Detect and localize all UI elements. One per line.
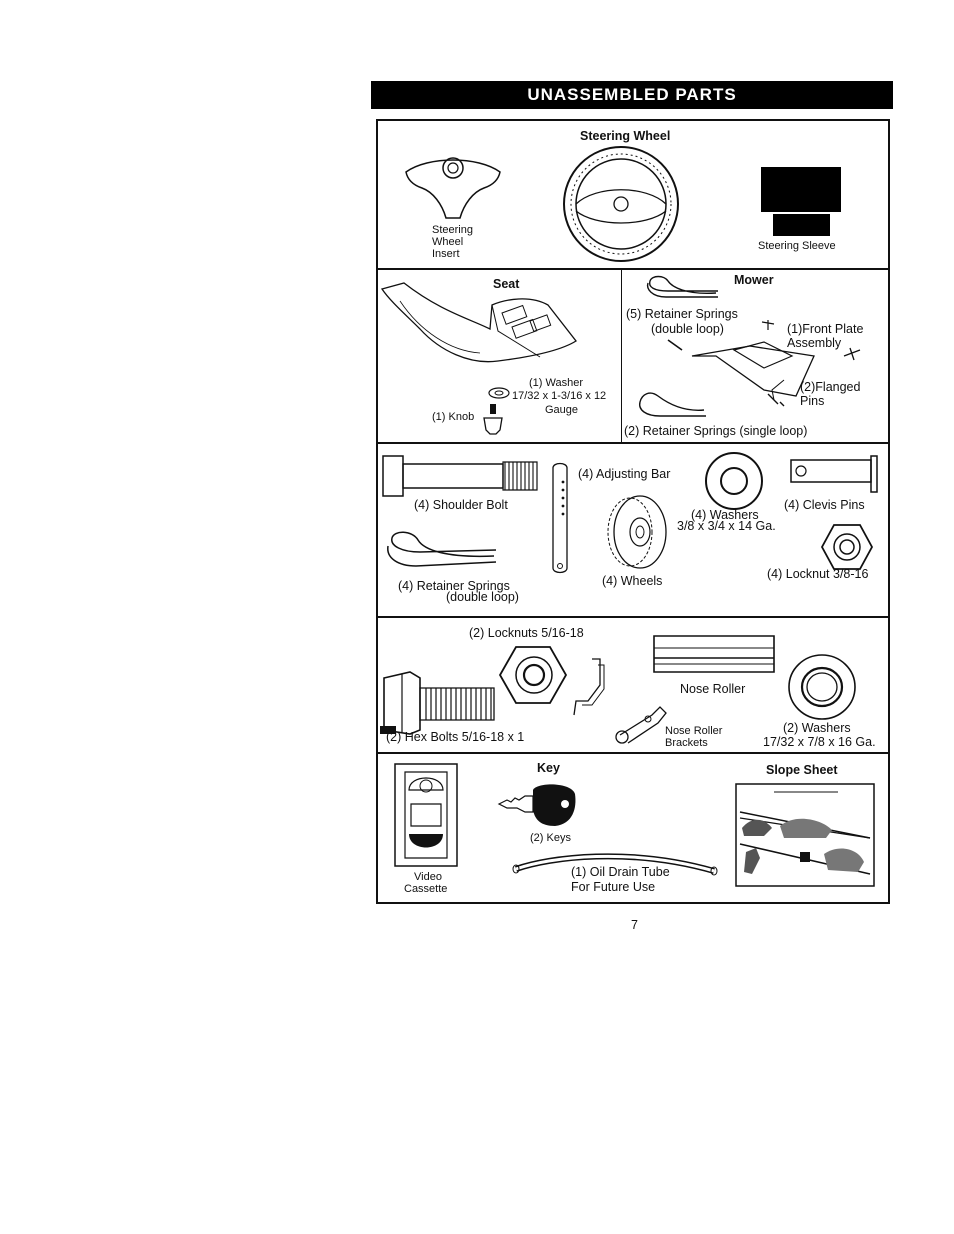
mower-title: Mower <box>734 273 774 287</box>
slope-sheet-title: Slope Sheet <box>766 763 838 777</box>
seat-illustration <box>380 281 580 376</box>
locknut-row3-label: (4) Locknut 3/8-16 <box>767 567 869 581</box>
insert-label-2: Wheel <box>432 236 464 248</box>
shoulder-bolt-illustration <box>381 454 541 498</box>
keys-label: (2) Keys <box>530 832 571 844</box>
wheel-illustration <box>604 494 668 570</box>
adjusting-bar-label: (4) Adjusting Bar <box>578 467 671 481</box>
locknut-row3-illustration <box>820 523 874 571</box>
video-label-1: Video <box>414 871 442 883</box>
tube-label-2: For Future Use <box>571 880 656 894</box>
washer-label-1: (1) Washer <box>529 377 583 389</box>
hex-bolt-illustration <box>380 670 498 736</box>
retainer-row3-label-2: (double loop) <box>446 590 519 604</box>
washer-label-2: 17/32 x 1-3/16 x 12 <box>512 390 607 402</box>
retainer-spring-double-icon <box>646 273 722 303</box>
page-number: 7 <box>631 918 638 932</box>
tube-label-1: (1) Oil Drain Tube <box>571 865 670 879</box>
seat-mower-divider <box>621 269 622 442</box>
key-title: Key <box>537 761 560 775</box>
washers-label-1: (4) Washers <box>691 508 759 522</box>
wheels-label: (4) Wheels <box>602 574 663 588</box>
washer-icon <box>488 387 510 399</box>
insert-label-3: Insert <box>432 248 460 260</box>
washers-large-illustration <box>703 450 765 512</box>
front-plate-label-2: Assembly <box>787 336 842 350</box>
video-label-2: Cassette <box>404 883 448 895</box>
steering-wheel-title: Steering Wheel <box>580 129 671 143</box>
nose-roller-brackets-illustration <box>568 655 673 750</box>
flanged-pins-label-2: Pins <box>800 394 825 408</box>
row-divider-4 <box>376 752 890 754</box>
retainer-single-label: (2) Retainer Springs (single loop) <box>624 424 808 438</box>
washers-row4-illustration <box>786 652 858 722</box>
washers-row4-label-2: 17/32 x 7/8 x 16 Ga. <box>763 735 876 749</box>
front-plate-label-1: (1)Front Plate <box>787 322 864 336</box>
clevis-pins-label: (4) Clevis Pins <box>784 498 865 512</box>
flanged-pins-label-1: (2)Flanged <box>800 380 861 394</box>
front-plate-assembly-illustration <box>664 320 874 420</box>
retainer-spring-single-icon <box>636 388 708 422</box>
nose-roller-label: Nose Roller <box>680 682 746 696</box>
section-banner: UNASSEMBLED PARTS <box>371 81 893 109</box>
knob-label: (1) Knob <box>432 411 475 423</box>
nose-roller-illustration <box>652 634 776 674</box>
brackets-label-2: Brackets <box>665 737 708 749</box>
shoulder-bolt-label: (4) Shoulder Bolt <box>414 498 508 512</box>
clevis-pin-illustration <box>789 454 881 494</box>
retainer-spring-row3-icon <box>386 528 498 578</box>
washers-label-2: 3/8 x 3/4 x 14 Ga. <box>677 519 776 533</box>
retainer-double-label-2: (double loop) <box>651 322 724 336</box>
hex-bolts-label: (2) Hex Bolts 5/16-18 x 1 <box>386 730 525 744</box>
washers-row4-label-1: (2) Washers <box>783 721 851 735</box>
row-divider-3 <box>376 616 890 618</box>
knob-icon <box>482 404 504 438</box>
row-divider-2 <box>376 442 890 444</box>
banner-title: UNASSEMBLED PARTS <box>527 85 737 104</box>
steering-wheel-illustration <box>560 145 682 263</box>
insert-label-1: Steering <box>432 224 473 236</box>
retainer-row3-label-1: (4) Retainer Springs <box>398 579 510 593</box>
brackets-label-1: Nose Roller <box>665 725 723 737</box>
key-illustration <box>497 784 576 826</box>
steering-wheel-insert-illustration <box>398 152 508 222</box>
slope-sheet-illustration <box>734 782 876 888</box>
adjusting-bar-illustration <box>549 460 571 576</box>
oil-drain-tube-illustration <box>510 843 722 877</box>
steering-sleeve-top <box>761 167 841 212</box>
steering-sleeve-bottom <box>773 214 830 236</box>
video-cassette-illustration <box>393 762 459 868</box>
parts-frame <box>376 119 890 904</box>
locknut-row4-illustration <box>498 645 570 705</box>
seat-title: Seat <box>493 277 520 291</box>
locknuts-label: (2) Locknuts 5/16-18 <box>469 626 584 640</box>
steering-sleeve-label: Steering Sleeve <box>758 240 836 252</box>
retainer-double-label-1: (5) Retainer Springs <box>626 307 738 321</box>
washer-label-3: Gauge <box>545 404 579 416</box>
row-divider-1 <box>376 268 890 270</box>
